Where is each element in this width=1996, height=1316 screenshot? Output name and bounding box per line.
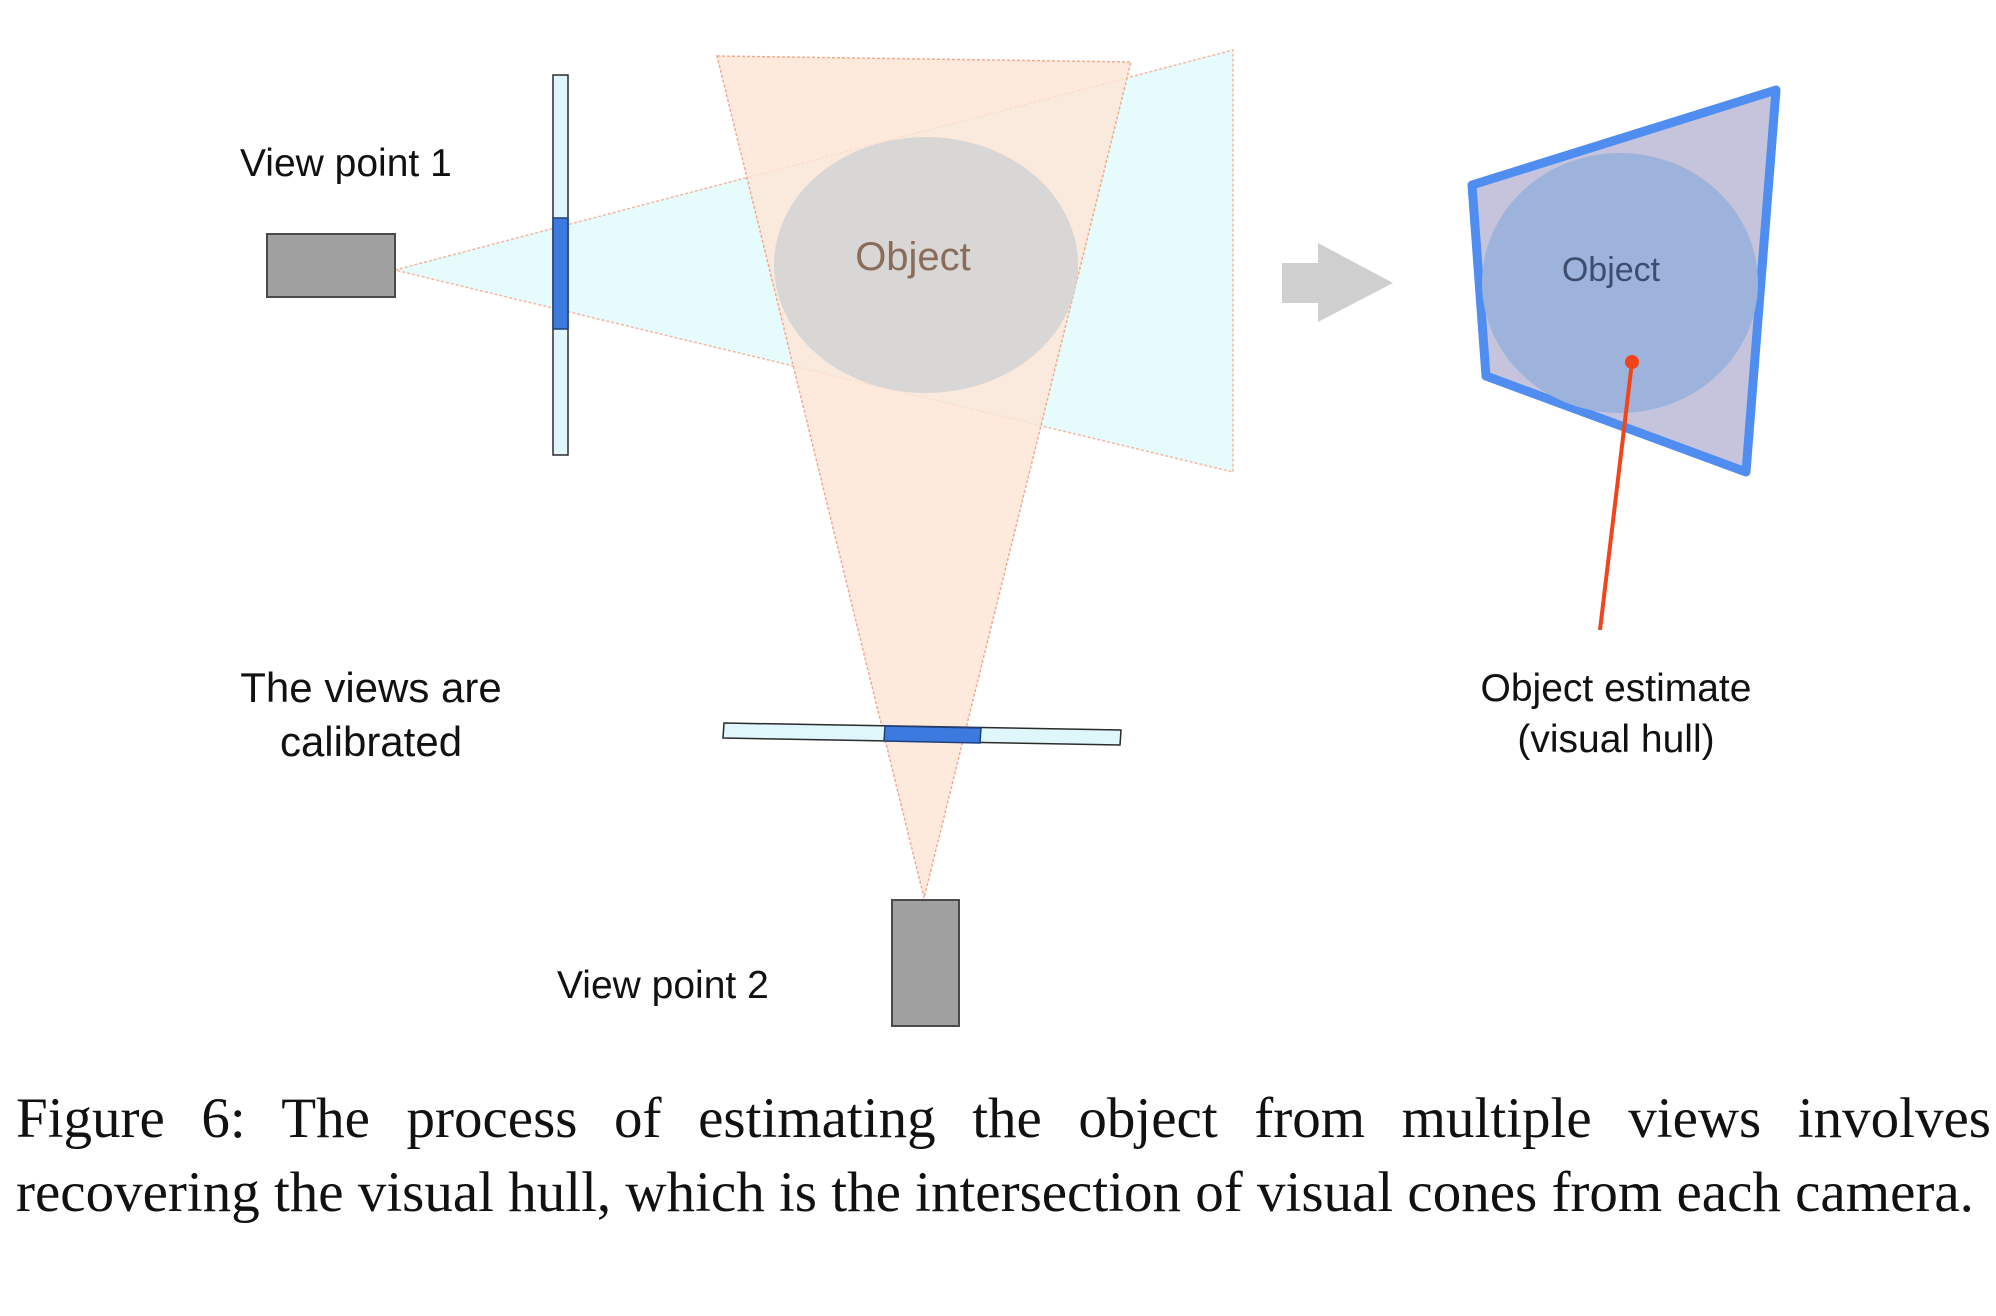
camera-2 [891, 899, 960, 1027]
figure-caption: Figure 6: The process of estimating the … [16, 1087, 1991, 1224]
silhouette-2 [883, 725, 982, 744]
camera-1 [266, 233, 396, 298]
right-arrow-icon [1282, 243, 1393, 322]
estimate-pointer-line [1598, 361, 1634, 631]
object-estimate-label-line-1: Object estimate [1481, 667, 1752, 710]
object-estimate-label-line-2: (visual hull) [1517, 718, 1714, 761]
view-point-2-label: View point 2 [557, 964, 769, 1007]
hull-object-ellipse [1482, 153, 1758, 413]
object-label: Object [855, 235, 971, 279]
calibrated-note-line-1: The views are [240, 664, 501, 711]
object-ellipse [774, 137, 1078, 393]
estimate-pointer-dot [1625, 355, 1639, 369]
hull-object-label: Object [1562, 251, 1661, 289]
visual-hull-diagram: Object View point 1 View point 2 The vie… [240, 49, 1781, 1027]
calibrated-note-line-2: calibrated [280, 718, 462, 765]
silhouette-1 [552, 217, 569, 330]
view-point-1-label: View point 1 [240, 142, 452, 185]
